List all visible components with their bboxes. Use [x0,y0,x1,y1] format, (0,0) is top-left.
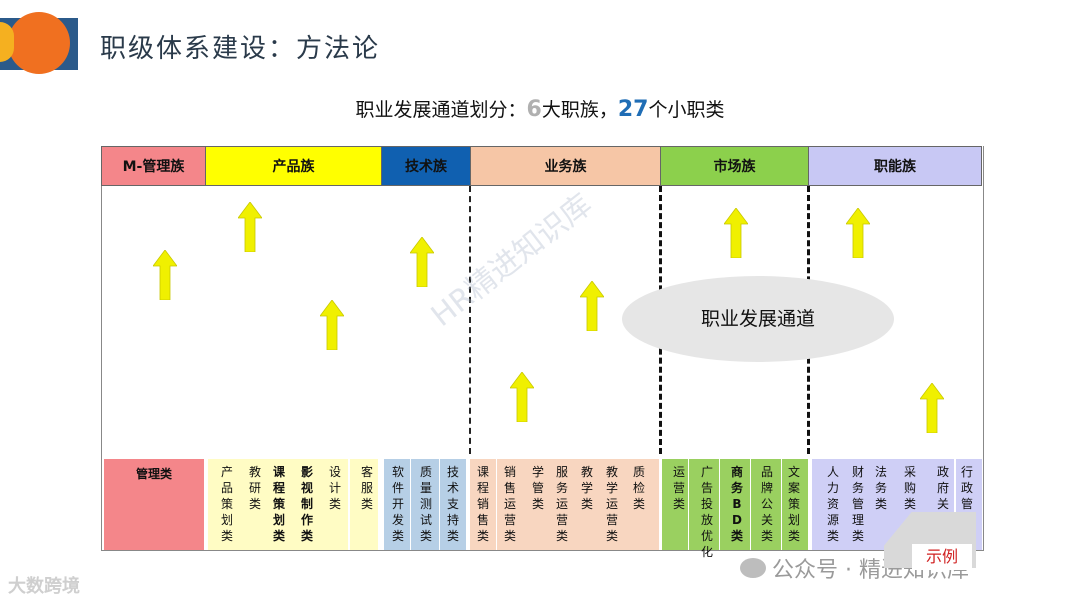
category-box [720,459,750,550]
up-arrow-icon [920,383,944,433]
category-label: 课程销售类 [476,465,489,543]
category-label: 品牌公关类 [760,465,773,543]
category-box [384,459,410,550]
footer-brand: 大数跨境 [8,576,80,597]
category-box [631,459,659,550]
category-label: 软件开发类 [391,465,404,543]
family-mgmt: M-管理族 [101,146,206,186]
category-box [868,459,894,550]
category-label: 质检类 [632,465,645,511]
wechat-icon [740,558,766,578]
category-label: 广告投放优化 [700,465,713,559]
category-label: 销售运营类 [503,465,516,543]
category-label: 教研类 [248,465,261,511]
category-label: 财务管理类 [851,465,864,543]
up-arrow-icon [320,300,344,350]
category-box [208,459,238,550]
family-product: 产品族 [205,146,382,186]
category-label: 影视制作类 [300,465,313,543]
up-arrow-icon [724,208,748,258]
category-label: 设计类 [328,465,341,511]
category-label: 人力资源类 [826,465,839,543]
category-box [440,459,466,550]
category-box [842,459,868,550]
category-label: 文案策划类 [787,465,800,543]
category-box [605,459,631,550]
category-box [553,459,579,550]
career-path-oval [622,276,894,362]
page-title: 职级体系建设：方法论 [100,34,381,64]
up-arrow-icon [238,202,262,252]
logo-circle [8,12,70,74]
category-label: 产品策划类 [220,465,233,543]
family-tech: 技术族 [381,146,471,186]
career-path-label: 职业发展通道 [700,308,815,330]
category-box [689,459,719,550]
category-label: 管理类 [135,467,172,481]
family-function: 职能族 [808,146,982,186]
up-arrow-icon [510,372,534,422]
category-label: 教学运营类 [605,465,618,543]
category-box [470,459,496,550]
up-arrow-icon [410,237,434,287]
logo-accent [0,22,14,62]
family-market: 市场族 [660,146,809,186]
category-box [579,459,605,550]
subtitle: 职业发展通道划分：6大职族，27个小职类 [355,97,725,122]
category-box [411,459,439,550]
up-arrow-icon [846,208,870,258]
category-box [525,459,553,550]
category-label: 服务运营类 [555,465,568,543]
category-label: 法务类 [874,465,887,511]
category-label: 质量测试类 [419,465,432,543]
category-box [812,459,842,550]
family-business: 业务族 [470,146,661,186]
category-label: 采购类 [903,465,916,511]
category-box [497,459,525,550]
category-label: 学管类 [531,465,544,511]
category-label: 课程策划类 [272,465,285,543]
category-box [294,459,320,550]
category-box [266,459,294,550]
category-label: 客服类 [360,465,373,511]
category-box [238,459,266,550]
category-box [662,459,688,550]
category-label: 教学类 [580,465,593,511]
example-tag: 示例 [912,544,972,570]
category-box [320,459,348,550]
category-label: 商务BD类 [730,465,743,543]
category-label: 技术支持类 [446,465,459,543]
category-box [104,459,204,550]
category-label: 运营类 [672,465,685,511]
category-box [751,459,781,550]
divider-business [469,186,471,454]
up-arrow-icon [153,250,177,300]
category-box [782,459,808,550]
up-arrow-icon [580,281,604,331]
category-box [350,459,378,550]
